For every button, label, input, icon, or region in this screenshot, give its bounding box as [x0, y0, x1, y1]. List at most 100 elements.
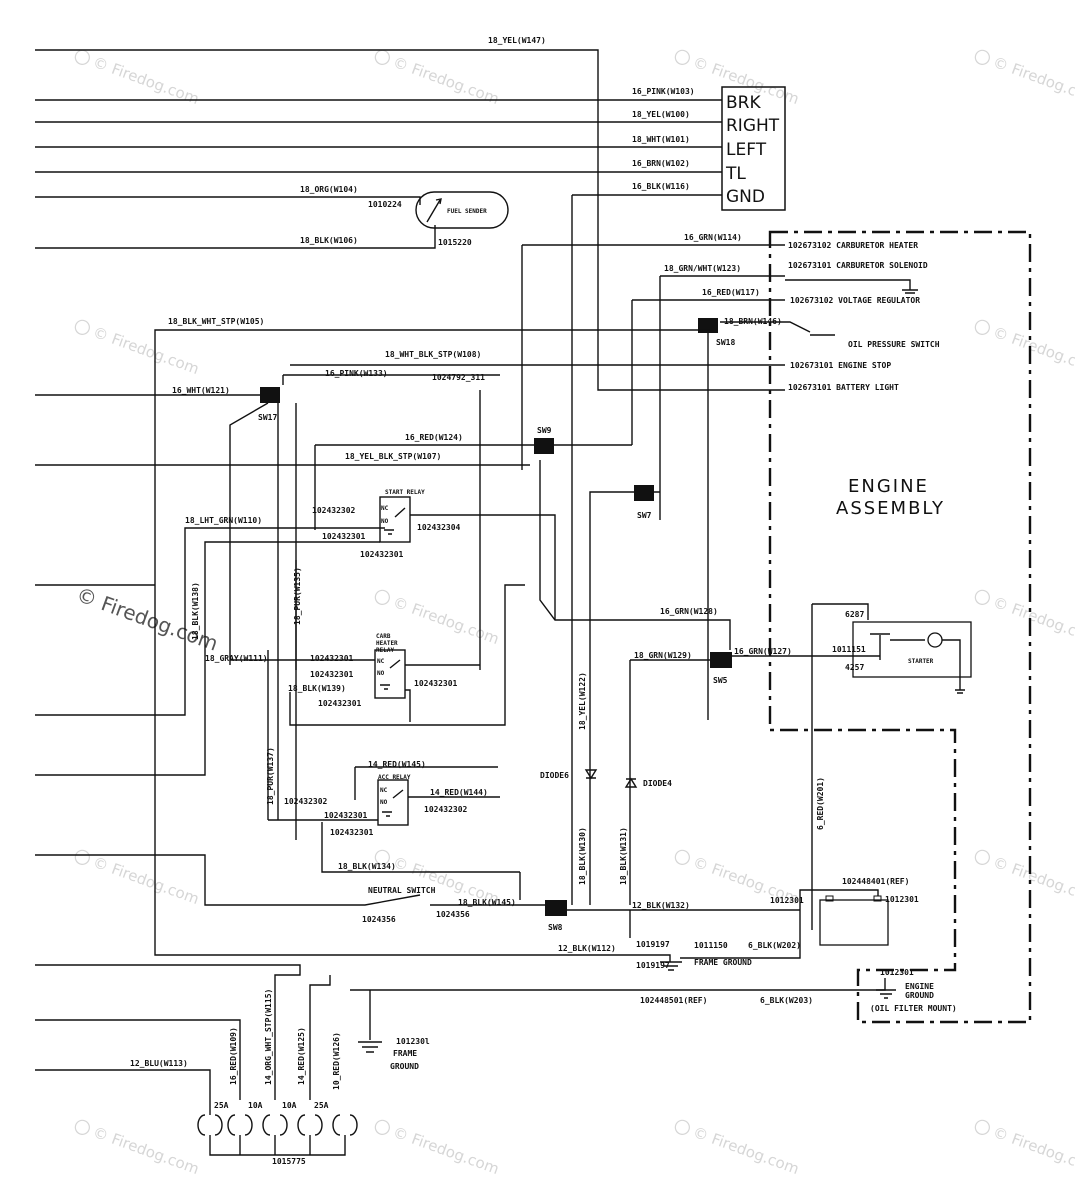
battery: 102448401(REF) 1012301 1012301 1011150 6…: [680, 877, 919, 959]
watermark-text: © Firedog.com: [991, 1123, 1075, 1178]
part-number: 102432301: [318, 699, 362, 708]
wire-label: 10_RED(W126): [332, 1032, 341, 1090]
engine-title-line2: ASSEMBLY: [836, 498, 945, 519]
part-number: 4257: [845, 663, 864, 672]
starter-circuit: 16_GRN(W128) 18_GRN(W129) SW5 16_GRN(W12…: [630, 603, 972, 930]
part-number: 102432301: [414, 679, 458, 688]
wire-label: 16_GRN(W127): [734, 647, 792, 656]
part-number: 102448501(REF): [640, 996, 707, 1005]
engine-component: OIL PRESSURE SWITCH: [848, 340, 940, 349]
engine-component: 102673101 CARBURETOR SOLENOID: [788, 261, 928, 270]
diode-label: DIODE6: [540, 771, 569, 780]
engine-component: 102673101 ENGINE STOP: [790, 361, 891, 370]
starter-label: STARTER: [908, 658, 934, 665]
wire-label: 18_BRN(W146): [724, 317, 782, 326]
relay-label: RELAY: [376, 647, 394, 654]
carb-heater-relay: 18_PUR(W135) CARB HEATER RELAY NC NO 18_…: [205, 560, 525, 726]
diode-label: DIODE4: [643, 779, 672, 788]
connector-pin-left: LEFT: [726, 140, 767, 160]
part-number: 1024356: [436, 910, 470, 919]
wire-label: 18_GRN/WHT(W123): [664, 264, 741, 273]
fuse-rating: 25A: [314, 1101, 329, 1110]
wire-label: 14_RED(W145): [368, 760, 426, 769]
switch-sw9: [534, 438, 554, 454]
battery-part: 1012301: [885, 895, 919, 904]
wire-label: 18_BLK_WHT_STP(W105): [168, 317, 264, 326]
wire-label: 12_BLU(W113): [130, 1059, 188, 1068]
wire-label: 6_RED(W201): [816, 777, 825, 830]
switch-sw5: [710, 652, 732, 668]
part-number: 102432302: [284, 797, 328, 806]
wire-label: 16_BRN(W102): [632, 159, 690, 168]
switch-label: SW8: [548, 923, 563, 932]
relay-label: ACC RELAY: [378, 774, 411, 781]
light-connector: BRK RIGHT LEFT TL GND: [721, 86, 786, 211]
wire-label: 16_WHT(W121): [172, 386, 230, 395]
wire-label: 18_YEL(W100): [632, 110, 690, 119]
engine-ground-label: (OIL FILTER MOUNT): [870, 1004, 957, 1013]
fuse-rating: 10A: [282, 1101, 297, 1110]
relay-nc: NC: [377, 658, 385, 665]
fuse-part: 1015775: [272, 1157, 306, 1166]
watermark-text: © Firedog.com: [991, 853, 1075, 908]
engine-components: 16_GRN(W114) 102673102 CARBURETOR HEATER…: [290, 233, 940, 720]
fuse-block: 12_BLU(W113) 16_RED(W109) 14_ORG_WHT_STP…: [35, 964, 358, 1166]
frame-ground-label: GROUND: [390, 1062, 419, 1071]
wire-label: 14_RED(W125): [297, 1027, 306, 1085]
switch-sw8: [545, 900, 567, 916]
engine-ground-label: ENGINE: [905, 982, 934, 991]
wire-label: 18_BLK(W145): [458, 898, 516, 907]
switch-label: SW5: [713, 676, 728, 685]
switch-label: SW7: [637, 511, 652, 520]
diodes: 18_YEL(W122) DIODE6 DIODE4 18_BLK(W130) …: [540, 660, 672, 905]
part-number: 1010224: [368, 200, 402, 209]
left-harness: 18_BLK_WHT_STP(W105) 16_PINK(W133) 10247…: [35, 317, 731, 906]
switch-label: SW17: [258, 413, 277, 422]
fuel-sender: 18_ORG(W104) 1010224 18_BLK(W106) 101522…: [35, 185, 509, 249]
part-number: 1024356: [362, 915, 396, 924]
battery-ref: 102448401(REF): [842, 877, 909, 886]
wire-label: 16_PINK(W133): [325, 369, 388, 378]
wire-label: 18_YEL(W147): [488, 36, 546, 45]
engine-title-line1: ENGINE: [848, 476, 929, 497]
part-number: 1019197: [636, 940, 670, 949]
part-number: 102432301: [310, 670, 354, 679]
wire-label: 18_YEL_BLK_STP(W107): [345, 452, 441, 461]
wire-label: 18_GRAY(W111): [205, 654, 268, 663]
part-number: 1011150: [694, 941, 728, 950]
part-number: 102432302: [312, 506, 356, 515]
frame-ground-label: FRAME GROUND: [694, 958, 752, 967]
wire-label: 18_GRN(W129): [634, 651, 692, 660]
top-harness: 18_YEL(W147) 16_PINK(W103) 18_YEL(W100) …: [35, 36, 785, 905]
part-number: 1011151: [832, 645, 866, 654]
wire-label: 18_BLK(W138): [191, 582, 200, 640]
wire-label: 18_PUR(W135): [293, 567, 302, 625]
switch-sw17: [260, 387, 280, 403]
part-number: 101230l: [396, 1037, 430, 1046]
switch-label: SW9: [537, 426, 552, 435]
wire-label: 16_GRN(W128): [660, 607, 718, 616]
relay-no: NO: [377, 670, 385, 677]
neutral-switch: NEUTRAL SWITCH 1024356 1024356 18_BLK(W1…: [362, 872, 800, 938]
engine-component: 102673101 BATTERY LIGHT: [788, 383, 899, 392]
part-number: 102432301: [324, 811, 368, 820]
part-number: 102432302: [424, 805, 468, 814]
part-number: 1024792_311: [432, 373, 485, 382]
relay-no: NO: [380, 799, 388, 806]
connector-pin-brk: BRK: [726, 93, 761, 113]
fuel-sender-label: FUEL SENDER: [447, 208, 487, 215]
connector-pin-tl: TL: [725, 164, 746, 184]
watermark-text: © Firedog.com: [691, 1123, 802, 1178]
wire-label: 6_BLK(W202): [748, 941, 801, 950]
watermark-text: © Firedog.com: [391, 593, 502, 648]
part-number: 102432301: [310, 654, 354, 663]
relay-nc: NC: [381, 505, 389, 512]
part-number: 102432301: [360, 550, 404, 559]
wire-label: 16_RED(W124): [405, 433, 463, 442]
relay-label: START RELAY: [385, 489, 425, 496]
watermark-text: © Firedog.com: [91, 323, 202, 378]
relay-no: NO: [381, 518, 389, 525]
wire-label: 16_PINK(W103): [632, 87, 695, 96]
part-number: 6287: [845, 610, 864, 619]
